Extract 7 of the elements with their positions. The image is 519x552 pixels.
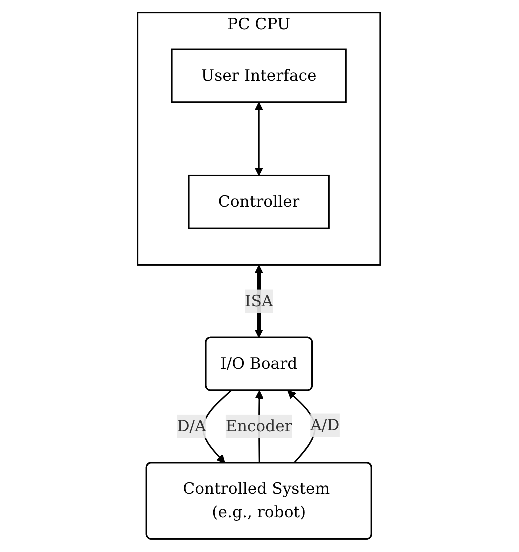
edge-label: D/A xyxy=(178,416,207,436)
edge-label: Encoder xyxy=(226,416,293,436)
edge-label: A/D xyxy=(310,416,340,434)
node-box: Controller xyxy=(188,174,330,230)
node-box: User Interface xyxy=(172,48,348,104)
arrow xyxy=(255,102,264,176)
edge-label: ISA xyxy=(245,292,274,310)
